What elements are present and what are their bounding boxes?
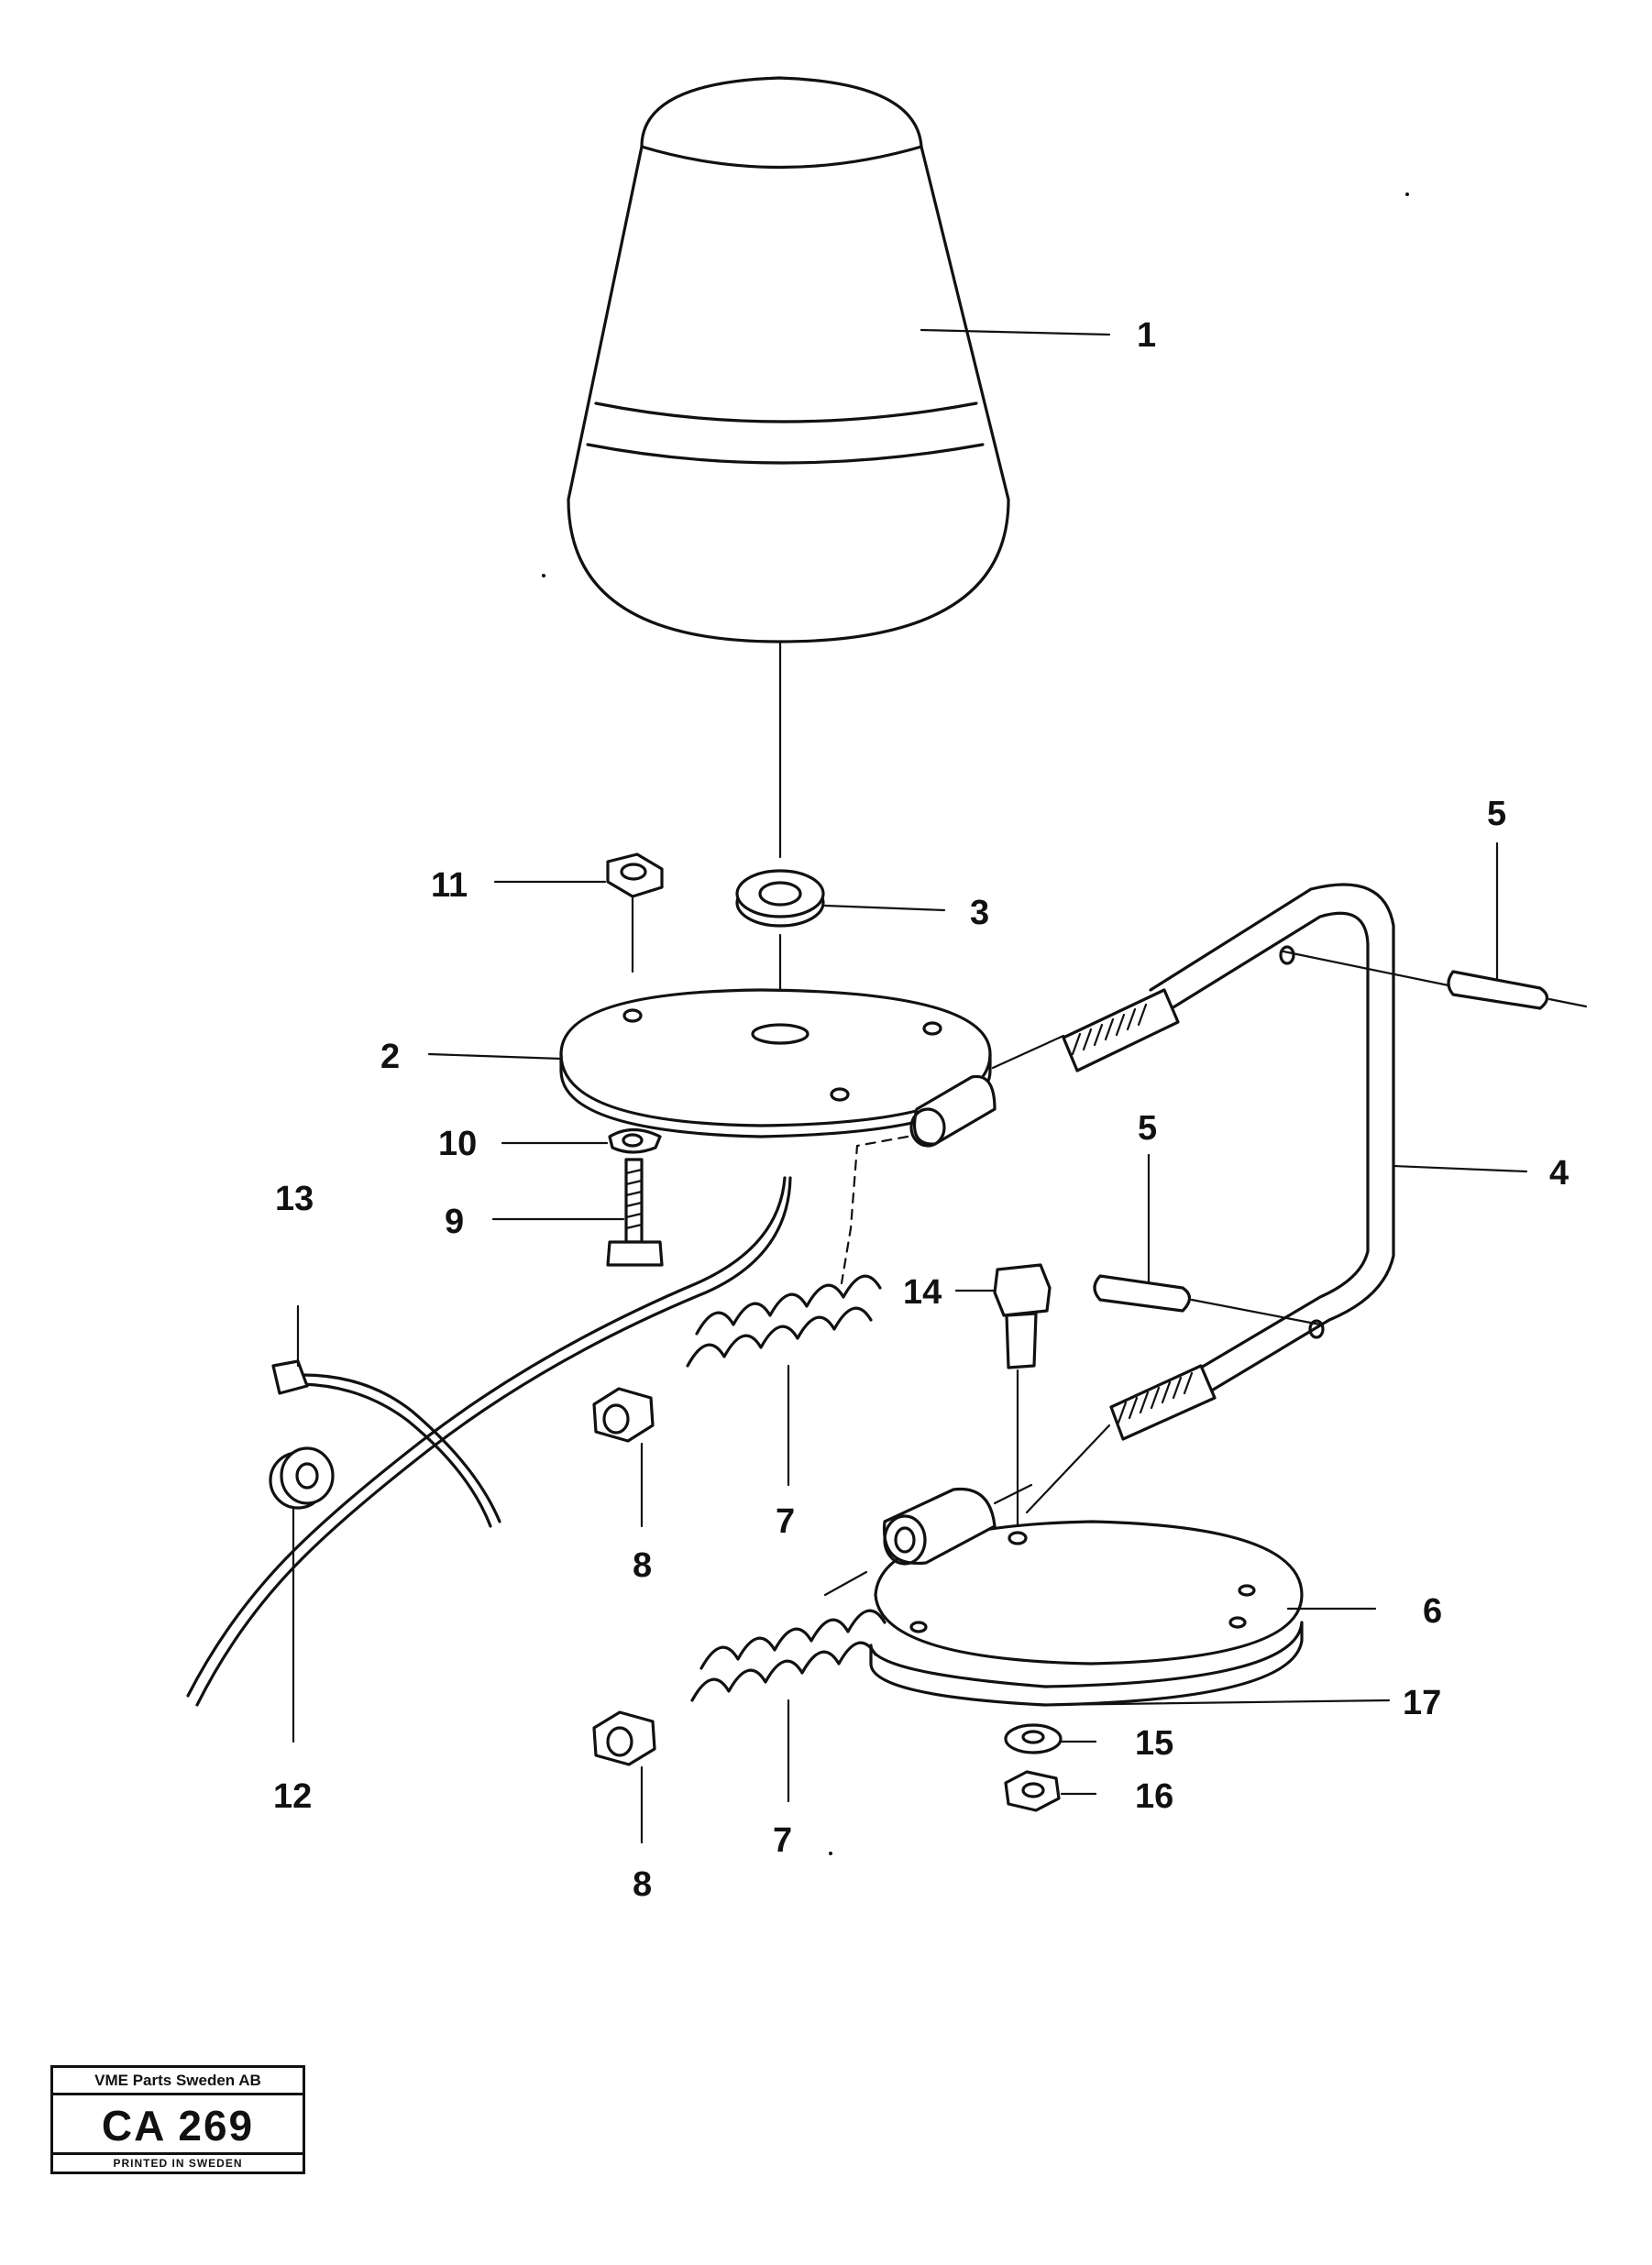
stamp-code: CA 269: [101, 2102, 255, 2150]
stamp-company: VME Parts Sweden AB: [53, 2068, 303, 2095]
callout-17: 17: [1403, 1684, 1441, 1722]
callout-10: 10: [438, 1125, 477, 1163]
scan-specks: [542, 192, 1409, 1855]
title-stamp: VME Parts Sweden AB CA 269 PRINTED IN SW…: [50, 2065, 305, 2174]
callout-3: 3: [970, 894, 989, 932]
spring-nut-lower: [592, 1570, 887, 1844]
washer-and-bolt-left: [606, 1127, 664, 1267]
callout-7a: 7: [776, 1502, 795, 1541]
nut-top: [606, 852, 664, 973]
callout-5a: 5: [1487, 795, 1506, 833]
base-plate: [559, 988, 997, 1285]
u-bracket: [991, 883, 1395, 1514]
callout-1: 1: [1137, 316, 1156, 355]
stamp-printed: PRINTED IN SWEDEN: [53, 2152, 303, 2172]
lower-plates: [869, 1483, 1304, 1707]
callout-2: 2: [380, 1038, 400, 1076]
callout-8b: 8: [633, 1865, 652, 1904]
callout-9: 9: [445, 1203, 464, 1241]
callout-15: 15: [1135, 1724, 1173, 1763]
bolt-14: [993, 1263, 1052, 1528]
callout-16: 16: [1135, 1777, 1173, 1816]
grommet: [735, 869, 825, 996]
callout-4: 4: [1549, 1154, 1569, 1193]
callout-14: 14: [903, 1273, 942, 1312]
washer-nut-lower: [1004, 1723, 1063, 1812]
cable-assembly: [186, 1176, 792, 1743]
callout-7b: 7: [773, 1821, 792, 1860]
callout-5b: 5: [1138, 1109, 1157, 1148]
callout-numbers: 1 2 3 4 5 5 6 7 7 8 8 9 10 11 12 13 14 1…: [273, 316, 1569, 1904]
dome-lens: [567, 76, 1010, 859]
spring-nut-upper: [592, 1274, 882, 1528]
pins: [1093, 841, 1588, 1339]
callout-13: 13: [275, 1180, 314, 1218]
callout-6: 6: [1423, 1592, 1442, 1631]
callout-12: 12: [273, 1777, 312, 1816]
leader-lines: [427, 328, 1528, 1796]
callout-11: 11: [431, 866, 468, 905]
callout-8a: 8: [633, 1546, 652, 1585]
